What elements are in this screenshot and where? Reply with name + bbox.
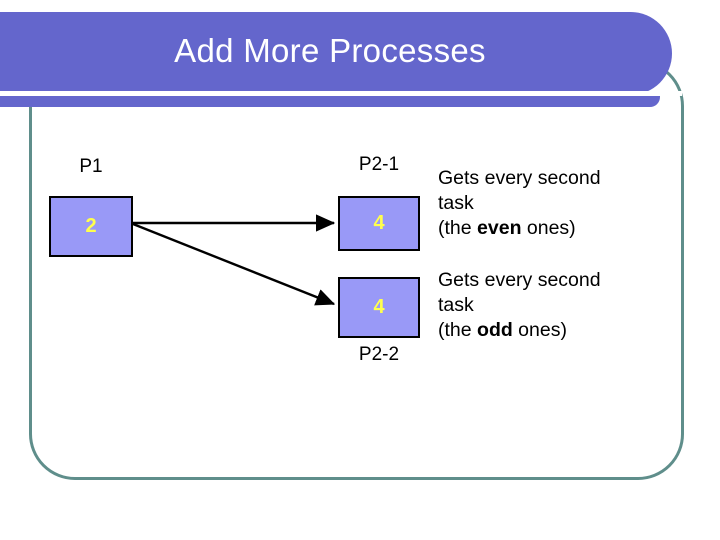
annotation-even: Gets every second task (the even ones) — [438, 166, 653, 241]
annotation-even-line3-suffix: ones) — [521, 217, 576, 239]
annotation-even-line2: task — [438, 192, 474, 214]
node-label-p2-1: P2-1 — [358, 154, 400, 175]
annotation-odd: Gets every second task (the odd ones) — [438, 268, 653, 343]
annotation-even-emphasis: even — [477, 217, 522, 239]
title-banner — [0, 12, 672, 95]
process-box-p2-2: 4 — [338, 277, 420, 338]
page-title: Add More Processes — [174, 32, 486, 69]
annotation-odd-line3-prefix: (the — [438, 319, 478, 341]
title-underline-rule — [0, 91, 682, 96]
annotation-odd-line3-suffix: ones) — [512, 319, 567, 341]
title-banner-lower-stripe — [0, 96, 660, 107]
process-box-p2-1: 4 — [338, 196, 420, 251]
process-box-p1: 2 — [49, 196, 133, 257]
node-label-p2-2: P2-2 — [358, 344, 400, 365]
annotation-odd-line1: Gets every second — [438, 269, 601, 291]
annotation-odd-emphasis: odd — [477, 319, 513, 341]
node-label-p1: P1 — [79, 156, 103, 177]
annotation-even-line1: Gets every second — [438, 167, 601, 189]
annotation-even-line3-prefix: (the — [438, 217, 478, 239]
annotation-odd-line2: task — [438, 294, 474, 316]
